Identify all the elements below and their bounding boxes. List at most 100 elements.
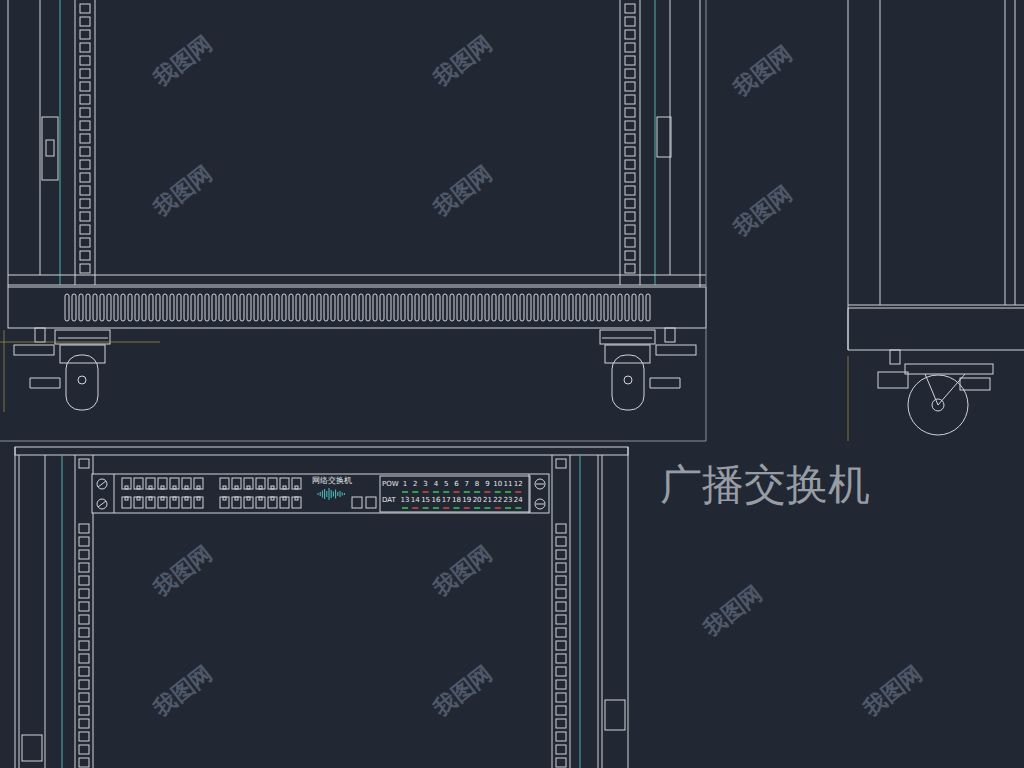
rail-hole [556, 745, 566, 754]
port [158, 497, 167, 508]
rail-hole [625, 17, 635, 26]
led-row-label: DAT [382, 497, 396, 504]
watermark: 我图网 [430, 662, 496, 720]
screw [536, 484, 544, 485]
port-notch [125, 486, 128, 489]
top-front-view [8, 0, 706, 410]
door-handle [46, 140, 54, 156]
frame-line [628, 447, 629, 768]
rail-hole [556, 602, 566, 611]
frame-part [605, 700, 625, 730]
rail-hole [556, 628, 566, 637]
caster [600, 328, 696, 410]
divider-line [706, 0, 707, 441]
caster [14, 328, 110, 410]
wave-bar [344, 493, 345, 495]
watermark: 我图网 [430, 162, 496, 220]
rail-hole [80, 251, 90, 260]
port-notch [271, 486, 274, 489]
rail-hole [556, 732, 566, 741]
rail-hole [80, 225, 90, 234]
rail-hole [625, 30, 635, 39]
vent-slot [541, 294, 545, 321]
rail-hole [625, 121, 635, 130]
side-view [848, 0, 1024, 435]
rail-hole [79, 602, 89, 611]
port-notch [295, 497, 298, 500]
vent-slot [611, 294, 615, 321]
port-notch [137, 486, 140, 489]
rail-hole [80, 186, 90, 195]
led [505, 507, 511, 509]
rail-hole [79, 654, 89, 663]
wave-bar [337, 492, 338, 496]
vent-slot [324, 294, 328, 321]
led [505, 491, 511, 493]
frame-line [848, 0, 849, 350]
caster-brake [30, 378, 60, 388]
vent-slot [163, 294, 167, 321]
vent-slot [590, 294, 594, 321]
rail-hole [556, 524, 566, 533]
vent-slot [289, 294, 293, 321]
watermark: 我图网 [150, 662, 216, 720]
screw [98, 501, 106, 507]
port-notch [137, 497, 140, 500]
port-notch [173, 486, 176, 489]
vent-slot [352, 294, 356, 321]
vent-slot [331, 294, 335, 321]
port-notch [149, 497, 152, 500]
led [484, 491, 490, 493]
door-handle [657, 117, 671, 157]
rail-hole [80, 199, 90, 208]
vent-slot [79, 294, 83, 321]
port-number: 8 [471, 481, 483, 488]
vent-slot [478, 294, 482, 321]
screw [535, 499, 545, 509]
rail-hole [556, 667, 566, 676]
watermark: 我图网 [430, 32, 496, 90]
rail-hole [556, 537, 566, 546]
rail-hole [625, 108, 635, 117]
port [256, 497, 265, 508]
port [292, 497, 301, 508]
led [423, 491, 429, 493]
port [232, 497, 241, 508]
wave-bar [335, 490, 336, 499]
vent-slot [198, 294, 202, 321]
port [244, 497, 253, 508]
port-number: 18 [451, 497, 463, 504]
rail-hole [80, 264, 90, 273]
vent-slot [212, 294, 216, 321]
watermark: 我图网 [730, 182, 796, 240]
rail-hole [79, 641, 89, 650]
screw [98, 481, 106, 487]
vent-slot [205, 294, 209, 321]
port [134, 478, 143, 489]
port [146, 478, 155, 489]
rail-hole [79, 628, 89, 637]
port [280, 497, 289, 508]
port-notch [259, 497, 262, 500]
frame-line [62, 455, 63, 768]
port-number: 9 [481, 481, 493, 488]
led [484, 507, 490, 509]
port [220, 478, 229, 489]
frame-line [848, 305, 1024, 306]
port-number: 17 [440, 497, 452, 504]
port-notch [161, 486, 164, 489]
vent-slot [408, 294, 412, 321]
port [268, 478, 277, 489]
vent-slot [646, 294, 650, 321]
vent-slot [506, 294, 510, 321]
rail-line [640, 0, 641, 285]
frame-line [45, 455, 46, 768]
port-notch [185, 486, 188, 489]
rail-hole [556, 680, 566, 689]
port-number: 16 [430, 497, 442, 504]
frame-line [602, 455, 603, 768]
vent-slot [450, 294, 454, 321]
rail-hole [79, 758, 89, 767]
vent-slot [429, 294, 433, 321]
rail-hole [625, 264, 635, 273]
